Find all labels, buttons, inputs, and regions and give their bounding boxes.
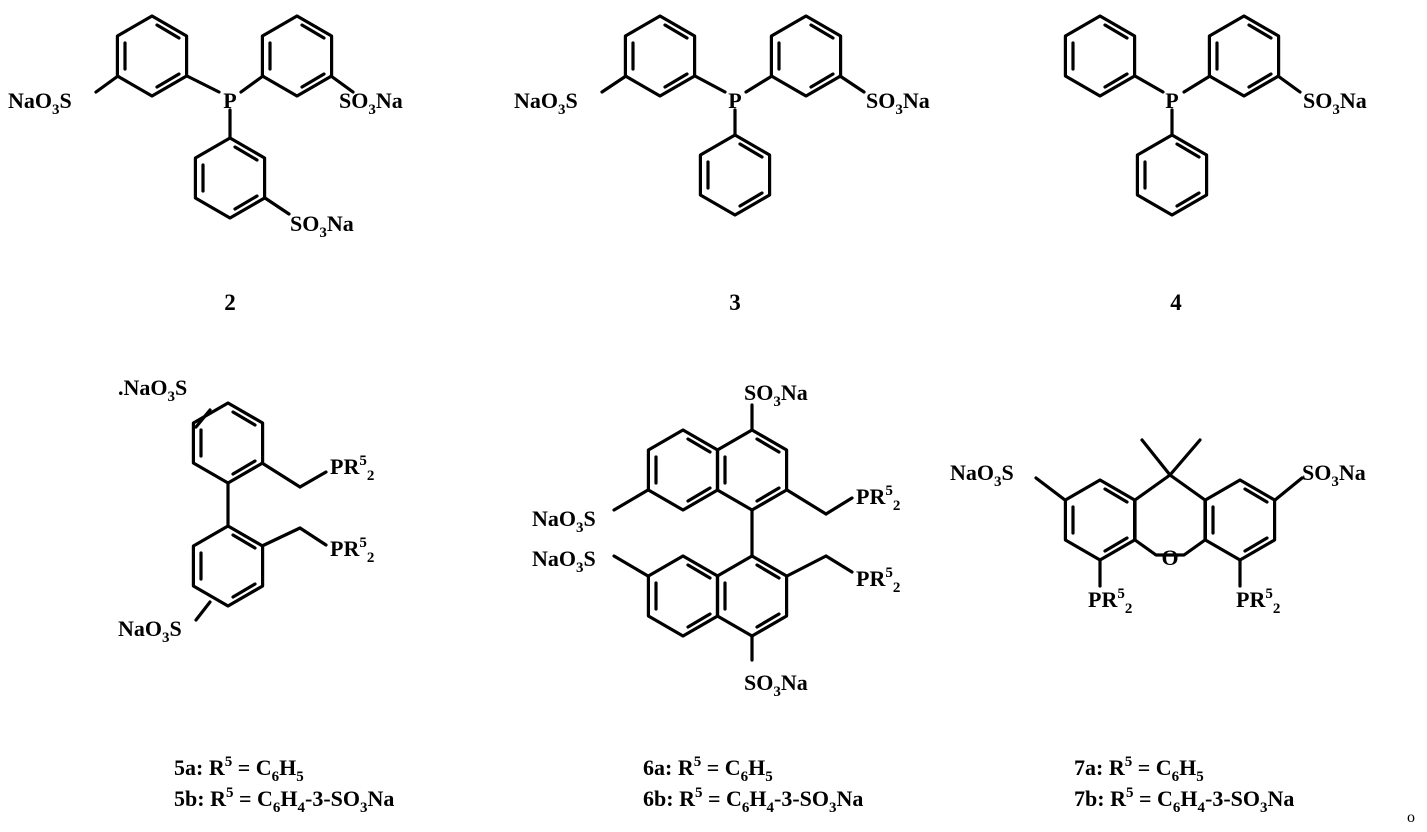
- caption-7b: 7b: R5 = C6H4-3-SO3Na: [1074, 785, 1294, 816]
- ring-7-left: [1063, 478, 1137, 562]
- compound-number-3: 3: [729, 290, 741, 315]
- compound-2: P NaO3S SO3Na SO3Na 2: [8, 14, 403, 315]
- phosphine-bottom-5: PR52: [330, 535, 374, 566]
- sulfonate-right-7: SO3Na: [1302, 460, 1366, 490]
- ring-5-bottom: [191, 524, 265, 608]
- sulfonate-top-5: .NaO3S: [118, 375, 187, 405]
- phosphorus-atom-3: P: [728, 88, 741, 113]
- compound-7: O NaO3S SO3Na PR52 PR52: [950, 438, 1366, 617]
- phosphorus-atom-2: P: [223, 88, 236, 113]
- caption-7a: 7a: R5 = C6H5: [1074, 754, 1204, 785]
- phosphine-right-7: PR52: [1236, 586, 1280, 617]
- corner-mark: o: [1407, 809, 1415, 826]
- ring-3-right: [769, 14, 843, 98]
- sulfonate-right-2: SO3Na: [339, 88, 403, 118]
- phosphine-bottom-6: PR52: [856, 565, 900, 596]
- sulfonate-left-2: NaO3S: [8, 88, 72, 118]
- compound-number-4: 4: [1170, 290, 1182, 315]
- caption-6b: 6b: R5 = C6H4-3-SO3Na: [643, 785, 863, 816]
- phosphorus-atom-4: P: [1165, 88, 1178, 113]
- ring-6-bottom-right: [715, 554, 789, 638]
- ring-3-bottom: [698, 133, 772, 217]
- caption-5a: 5a: R5 = C6H5: [174, 754, 304, 785]
- compound-number-2: 2: [224, 290, 236, 315]
- captions: 5a: R5 = C6H5 5b: R5 = C6H4-3-SO3Na 6a: …: [174, 754, 1415, 826]
- ring-6-top-right: [715, 428, 789, 512]
- compound-3: P NaO3S SO3Na 3: [514, 14, 930, 315]
- ring-2-bottom: [193, 136, 267, 220]
- sulfonate-bottom-6: SO3Na: [744, 670, 808, 700]
- sulfonate-left-bottom-6: NaO3S: [532, 546, 596, 576]
- ring-2-right: [260, 14, 334, 98]
- compound-5: .NaO3S NaO3S PR52 PR52: [118, 375, 374, 646]
- sulfonate-bottom-5: NaO3S: [118, 616, 182, 646]
- sulfonate-bottom-2: SO3Na: [290, 211, 354, 241]
- ring-4-right: [1207, 14, 1281, 98]
- compound-4: P SO3Na 4: [1063, 14, 1367, 315]
- ring-3-left: [623, 14, 697, 98]
- ring-5-top: [191, 401, 265, 485]
- ring-4-left: [1063, 14, 1137, 98]
- ring-7-central: [1133, 473, 1207, 557]
- sulfonate-left-3: NaO3S: [514, 88, 578, 118]
- caption-6a: 6a: R5 = C6H5: [643, 754, 773, 785]
- ring-7-right: [1203, 478, 1277, 562]
- ring-6-top-left: [646, 428, 720, 512]
- phosphine-top-5: PR52: [330, 453, 374, 484]
- sulfonate-right-3: SO3Na: [866, 88, 930, 118]
- compound-6: SO3Na SO3Na NaO3S NaO3S PR52 PR52: [532, 380, 900, 700]
- sulfonate-right-4: SO3Na: [1303, 88, 1367, 118]
- ring-4-bottom: [1135, 133, 1209, 217]
- sulfonate-left-top-6: NaO3S: [532, 506, 596, 536]
- phosphine-top-6: PR52: [856, 483, 900, 514]
- sulfonate-left-7: NaO3S: [950, 460, 1014, 490]
- ring-6-bottom-left: [646, 554, 720, 638]
- phosphine-left-7: PR52: [1088, 586, 1132, 617]
- ring-2-left: [115, 14, 189, 98]
- oxygen-atom-7: O: [1161, 545, 1178, 570]
- caption-5b: 5b: R5 = C6H4-3-SO3Na: [174, 785, 394, 816]
